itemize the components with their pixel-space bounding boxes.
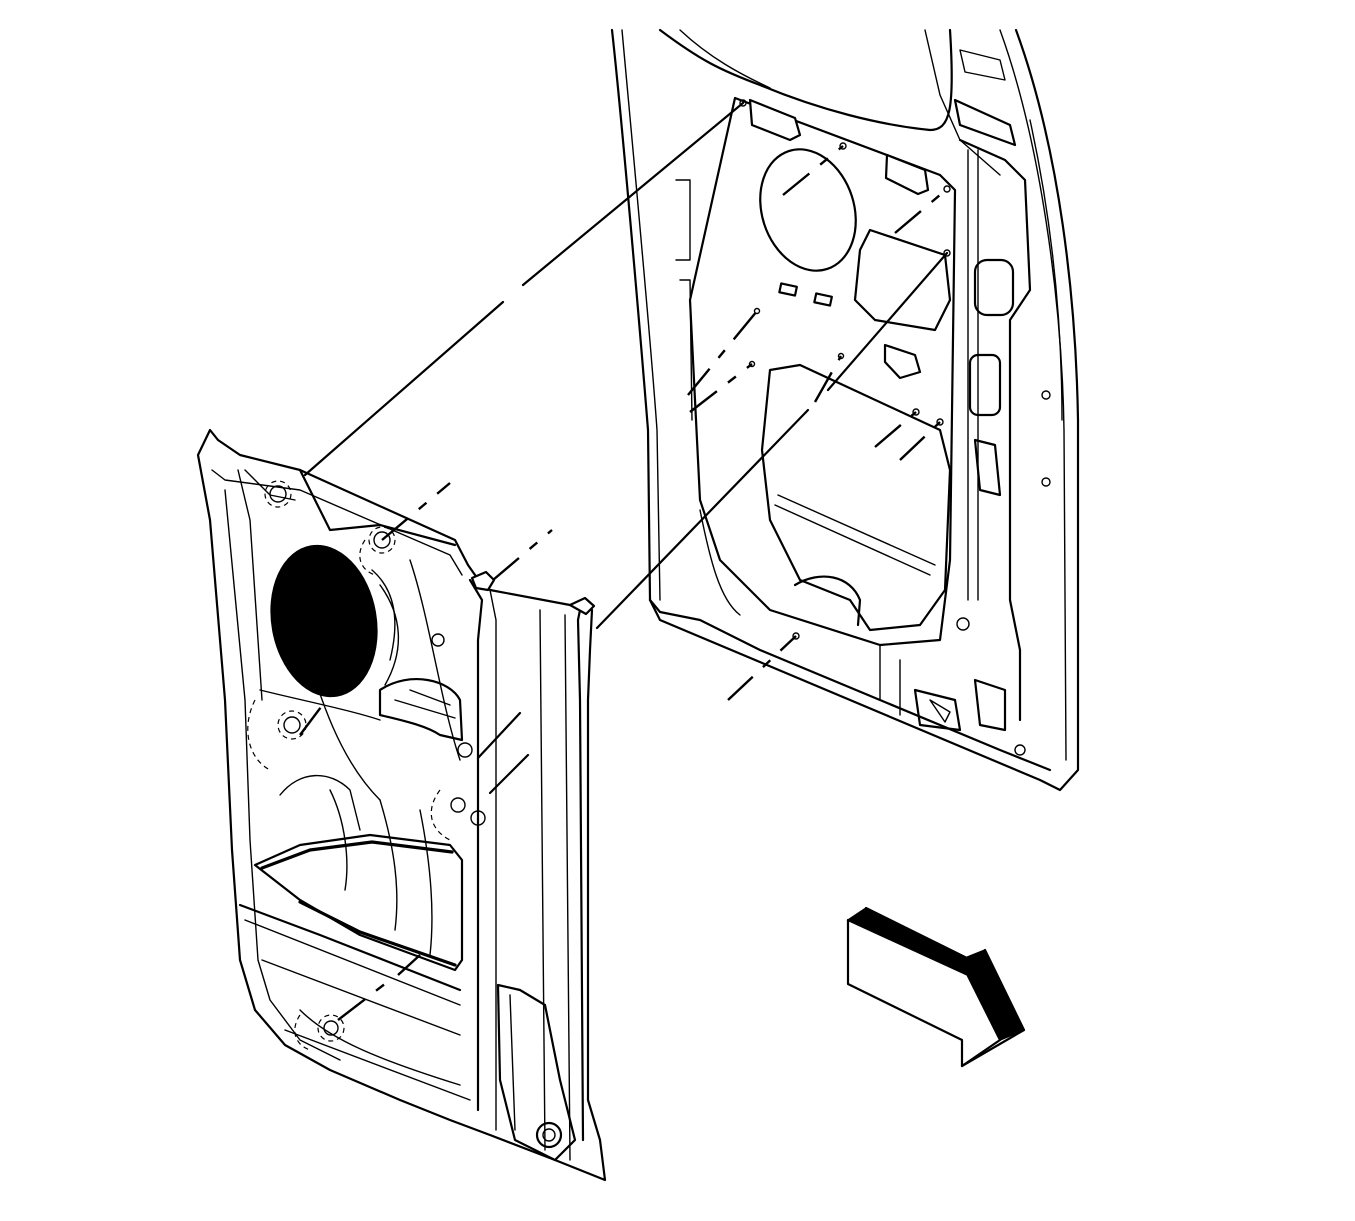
direction-arrow-icon [846,906,1026,1068]
speaker-grille [270,544,378,698]
alignment-lines [299,101,949,1021]
door-inner-panel [610,28,1080,792]
push-pin-retainers [247,480,486,1051]
door-trim-panel [196,428,607,1182]
push-pin-icon [269,485,287,503]
